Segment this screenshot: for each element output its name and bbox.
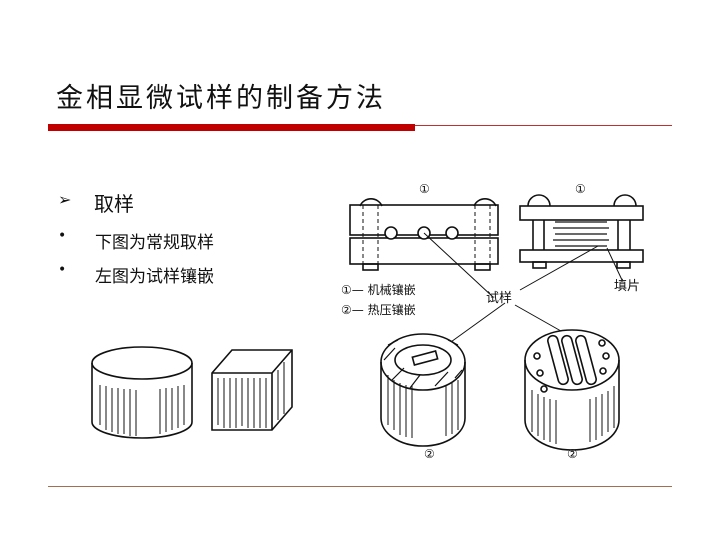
label-sample: 试样 (486, 291, 512, 306)
hot-mount-figure (380, 333, 466, 447)
title-accent-bar (48, 124, 415, 131)
legend-mechanical: ①— 机械镶嵌 (341, 282, 416, 297)
dot-bullet-icon: • (58, 228, 67, 244)
label-hot-1: ② (424, 447, 435, 461)
label-mechanical-2: ① (575, 182, 586, 196)
page-title: 金相显微试样的制备方法 (56, 83, 386, 114)
cube-sample-figure (211, 349, 293, 431)
dot-bullet-icon: • (58, 262, 67, 278)
label-mechanical-1: ① (419, 182, 430, 196)
legend-hot-press: ②— 热压镶嵌 (341, 302, 416, 317)
arrow-bullet-icon: ➢ (58, 190, 72, 209)
bullet-item-text: 左图为试样镶嵌 (95, 267, 214, 287)
bullet-item-text: 下图为常规取样 (95, 233, 214, 253)
bullet-main-text: 取样 (94, 192, 134, 216)
title-divider (415, 125, 672, 126)
label-hot-2: ② (567, 447, 578, 461)
footer-divider (48, 486, 672, 487)
shim-clamp-figure (519, 194, 644, 269)
cylinder-sample-figure (91, 346, 193, 439)
mechanical-clamp-figure (349, 198, 499, 271)
hot-mount-shims-figure (524, 329, 620, 451)
label-shim: 填片 (614, 279, 640, 294)
